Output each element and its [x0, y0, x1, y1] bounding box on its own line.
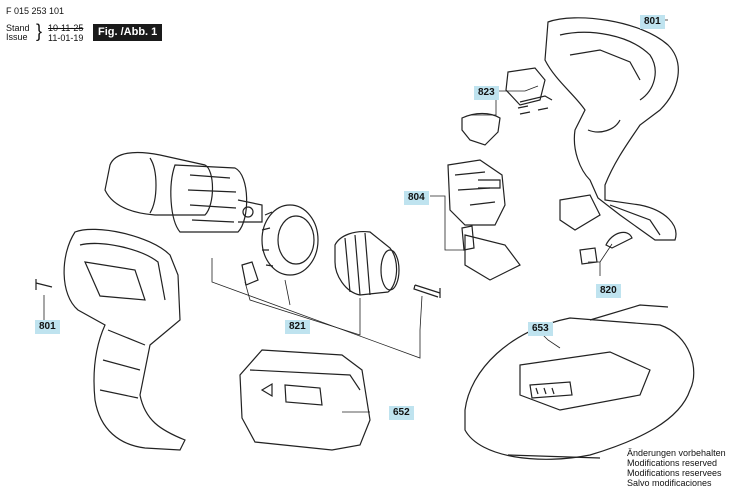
charger	[464, 304, 695, 460]
motor-gearbox	[104, 151, 263, 233]
part-label-653: 653	[528, 322, 553, 336]
figure-badge: Fig. /Abb. 1	[93, 24, 163, 41]
housing-half-right	[544, 17, 679, 241]
date-new: 11-01-19	[48, 33, 84, 43]
chuck	[334, 230, 441, 298]
part-label-820: 820	[596, 284, 621, 298]
note-es: Salvo modificaciones	[627, 478, 712, 488]
stand-label: Stand	[6, 23, 30, 33]
part-label-821: 821	[285, 320, 310, 334]
note-en: Modifications reserved	[627, 458, 718, 468]
housing-half-left	[35, 228, 186, 451]
issue-label: Issue	[6, 32, 28, 42]
part-label-804: 804	[404, 191, 429, 205]
brace-glyph: }	[36, 21, 43, 41]
modification-notes: Änderungen vorbehalten Modifications res…	[627, 448, 726, 488]
note-de: Änderungen vorbehalten	[627, 448, 726, 458]
note-fr: Modifications reservees	[627, 468, 722, 478]
part-label-801-left: 801	[35, 320, 60, 334]
part-label-823: 823	[474, 86, 499, 100]
leader-lines	[43, 19, 668, 413]
date-old: 10-11-25	[48, 23, 84, 33]
document-code: F 015 253 101	[6, 6, 65, 16]
part-label-801-housing: 801	[640, 15, 665, 29]
switch-parts	[461, 67, 553, 146]
clutch-ring	[241, 204, 319, 286]
part-label-652: 652	[389, 406, 414, 420]
small-parts	[579, 231, 633, 265]
battery-pack	[239, 349, 371, 451]
switch-module	[447, 159, 521, 281]
